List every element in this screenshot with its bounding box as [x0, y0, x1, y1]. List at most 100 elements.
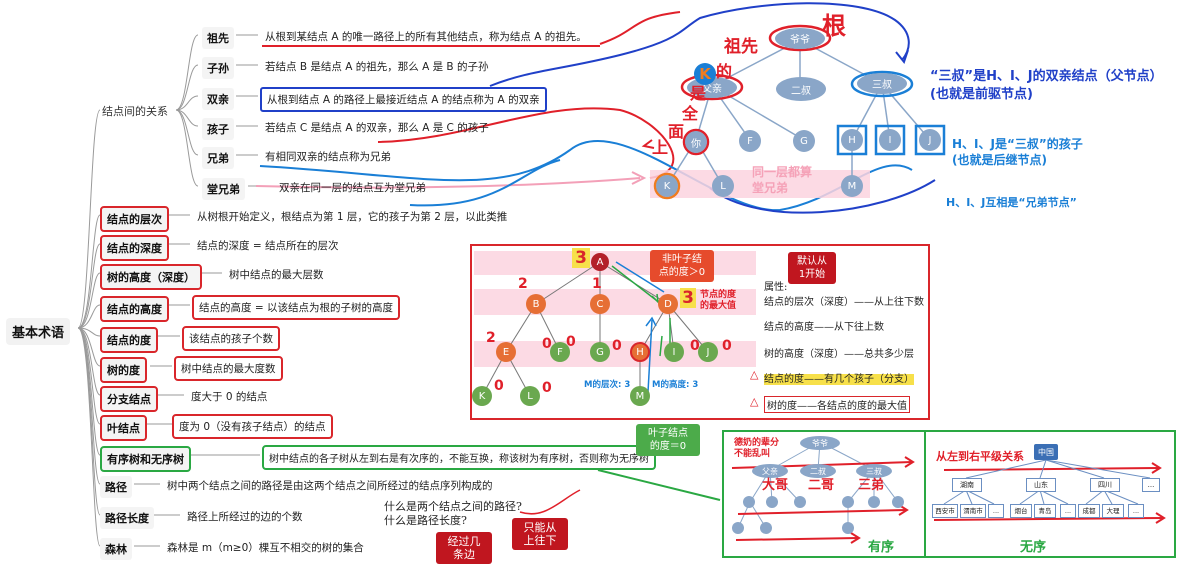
note-up: 上 [652, 138, 669, 157]
term-tree-degree: 树的度 [100, 357, 147, 383]
ordered-label: 有序 [868, 540, 895, 555]
desc-branch-node: 度大于 0 的结点 [191, 391, 268, 403]
term-node-height: 结点的高度 [100, 296, 169, 322]
path-question-2: 什么是路径长度? [384, 514, 467, 527]
ordered-big-3: 三弟 [858, 478, 885, 493]
attr-tree-degree: 树的度——各结点的度的最大值 [764, 396, 910, 413]
desc-path-length: 路径上所经过的边的个数 [187, 511, 303, 523]
relation-group-label: 结点间的关系 [102, 105, 168, 118]
ordered-leaf-1 [743, 496, 755, 508]
term-branch-node: 分支结点 [100, 386, 158, 412]
level-node-b: B [526, 294, 546, 314]
term-depth: 结点的深度 [100, 235, 169, 261]
attr-title: 属性: [764, 282, 788, 293]
note-of: 的 [716, 62, 733, 81]
desc-tree-height: 树中结点的最大层数 [229, 269, 324, 281]
desc-tree-degree: 树中结点的最大度数 [174, 356, 283, 381]
num-e: 2 [486, 330, 496, 346]
level-node-h: H [630, 342, 650, 362]
ordered-leaf-9 [842, 522, 854, 534]
ordered-node-father: 父亲 [752, 464, 788, 478]
note-child: H、I、J是“三叔”的孩子 (也就是后继节点) [952, 137, 1083, 167]
unordered-top: 中国 [1034, 444, 1058, 460]
ordered-left-note: 德奶的辈分 不能乱叫 [734, 438, 780, 459]
unordered-title: 从左到右平级关系 [936, 450, 1024, 463]
term-tree-height: 树的高度（深度） [100, 264, 202, 290]
term-ancestor: 祖先 [202, 27, 234, 49]
node-k: K [656, 175, 678, 197]
note-ancestor: 祖先 [724, 37, 758, 57]
desc-node-degree: 该结点的孩子个数 [182, 326, 280, 351]
unordered-leaf-7: 成都 [1078, 504, 1100, 518]
note-k-badge: K [694, 63, 716, 85]
note-edges: 经过几 条边 [436, 532, 492, 564]
desc-parent: 从根到结点 A 的路径上最接近结点 A 的结点称为 A 的双亲 [260, 87, 547, 112]
term-child: 孩子 [202, 118, 234, 140]
term-path-length: 路径长度 [100, 507, 154, 529]
node-g: G [793, 130, 815, 152]
attr-tree-height: 树的高度（深度）——总共多少层 [764, 349, 914, 360]
node-uncle2: 二叔 [776, 77, 826, 101]
note-root: 根 [822, 12, 846, 40]
unordered-mid-1: 湖南 [952, 478, 982, 492]
degree-d-badge: 3 [680, 288, 696, 308]
ordered-leaf-3 [794, 496, 806, 508]
callout-nonleaf: 非叶子结 点的度＞0 [650, 250, 714, 282]
level-node-g: G [590, 342, 610, 362]
note-cousin: 同一层都算 堂兄弟 [752, 165, 813, 195]
unordered-leaf-8: 大理 [1102, 504, 1124, 518]
desc-ordered: 树中结点的各子树从左到右是有次序的，不能互换，称该树为有序树，否则称为无序树 [262, 445, 656, 470]
level-node-k: K [472, 386, 492, 406]
d-note: 节点的度 的最大值 [700, 290, 737, 311]
num-f: 0 [566, 334, 576, 350]
num-g: 0 [612, 338, 622, 354]
term-path: 路径 [100, 476, 132, 498]
m-height: M的高度: 3 [652, 380, 699, 390]
note-sibling: H、I、J互相是“兄弟节点” [946, 196, 1077, 209]
unordered-leaf-3: ... [988, 504, 1004, 518]
term-leaf-node: 叶结点 [100, 415, 147, 441]
cousin-band [650, 170, 870, 198]
num-c: 1 [592, 276, 602, 292]
callout-leaf: 叶子结点 的度＝0 [636, 424, 700, 456]
ordered-leaf-5 [868, 496, 880, 508]
triangle-icon-2: △ [750, 395, 759, 408]
desc-descendant: 若结点 B 是结点 A 的祖先，那么 A 是 B 的子孙 [265, 61, 489, 73]
node-l: L [712, 175, 734, 197]
note-face: 面 [668, 122, 685, 141]
ordered-leaf-7 [732, 522, 744, 534]
level-node-i: I [664, 342, 684, 362]
attr-node-degree: 结点的度——有几个孩子（分支） [764, 370, 914, 385]
note-parent: “三叔”是H、I、J的双亲结点（父节点） (也就是前驱节点) [930, 69, 1163, 102]
unordered-panel [924, 430, 1176, 558]
num-b: 2 [518, 276, 528, 292]
term-cousin: 堂兄弟 [202, 178, 245, 200]
unordered-label: 无序 [1020, 540, 1047, 555]
ordered-big-2: 二哥 [808, 478, 835, 493]
attr-node-height: 结点的高度——从下往上数 [764, 322, 884, 333]
unordered-leaf-2: 渭南市 [960, 504, 986, 518]
triangle-icon: △ [750, 368, 759, 381]
desc-forest: 森林是 m（m≥0）棵互不相交的树的集合 [167, 542, 364, 554]
path-question-1: 什么是两个结点之间的路径? [384, 500, 522, 513]
attr-node-degree-text: 结点的度——有几个孩子（分支） [764, 374, 914, 385]
unordered-leaf-5: 青岛 [1034, 504, 1056, 518]
ordered-big-1: 大哥 [762, 478, 789, 493]
num-l: 0 [542, 380, 552, 396]
note-is: 是 [690, 84, 707, 103]
node-you: 你 [685, 131, 707, 153]
node-f: F [739, 130, 761, 152]
term-descendant: 子孙 [202, 57, 234, 79]
ordered-leaf-2 [766, 496, 778, 508]
node-j: J [919, 129, 941, 151]
unordered-leaf-9: ... [1128, 504, 1144, 518]
desc-depth: 结点的深度 = 结点所在的层次 [197, 240, 339, 252]
level-node-m: M [630, 386, 650, 406]
num-j: 0 [722, 338, 732, 354]
ordered-leaf-6 [892, 496, 904, 508]
unordered-mid-3: 四川 [1090, 478, 1120, 492]
num-k: 0 [494, 378, 504, 394]
ordered-leaf-8 [760, 522, 772, 534]
